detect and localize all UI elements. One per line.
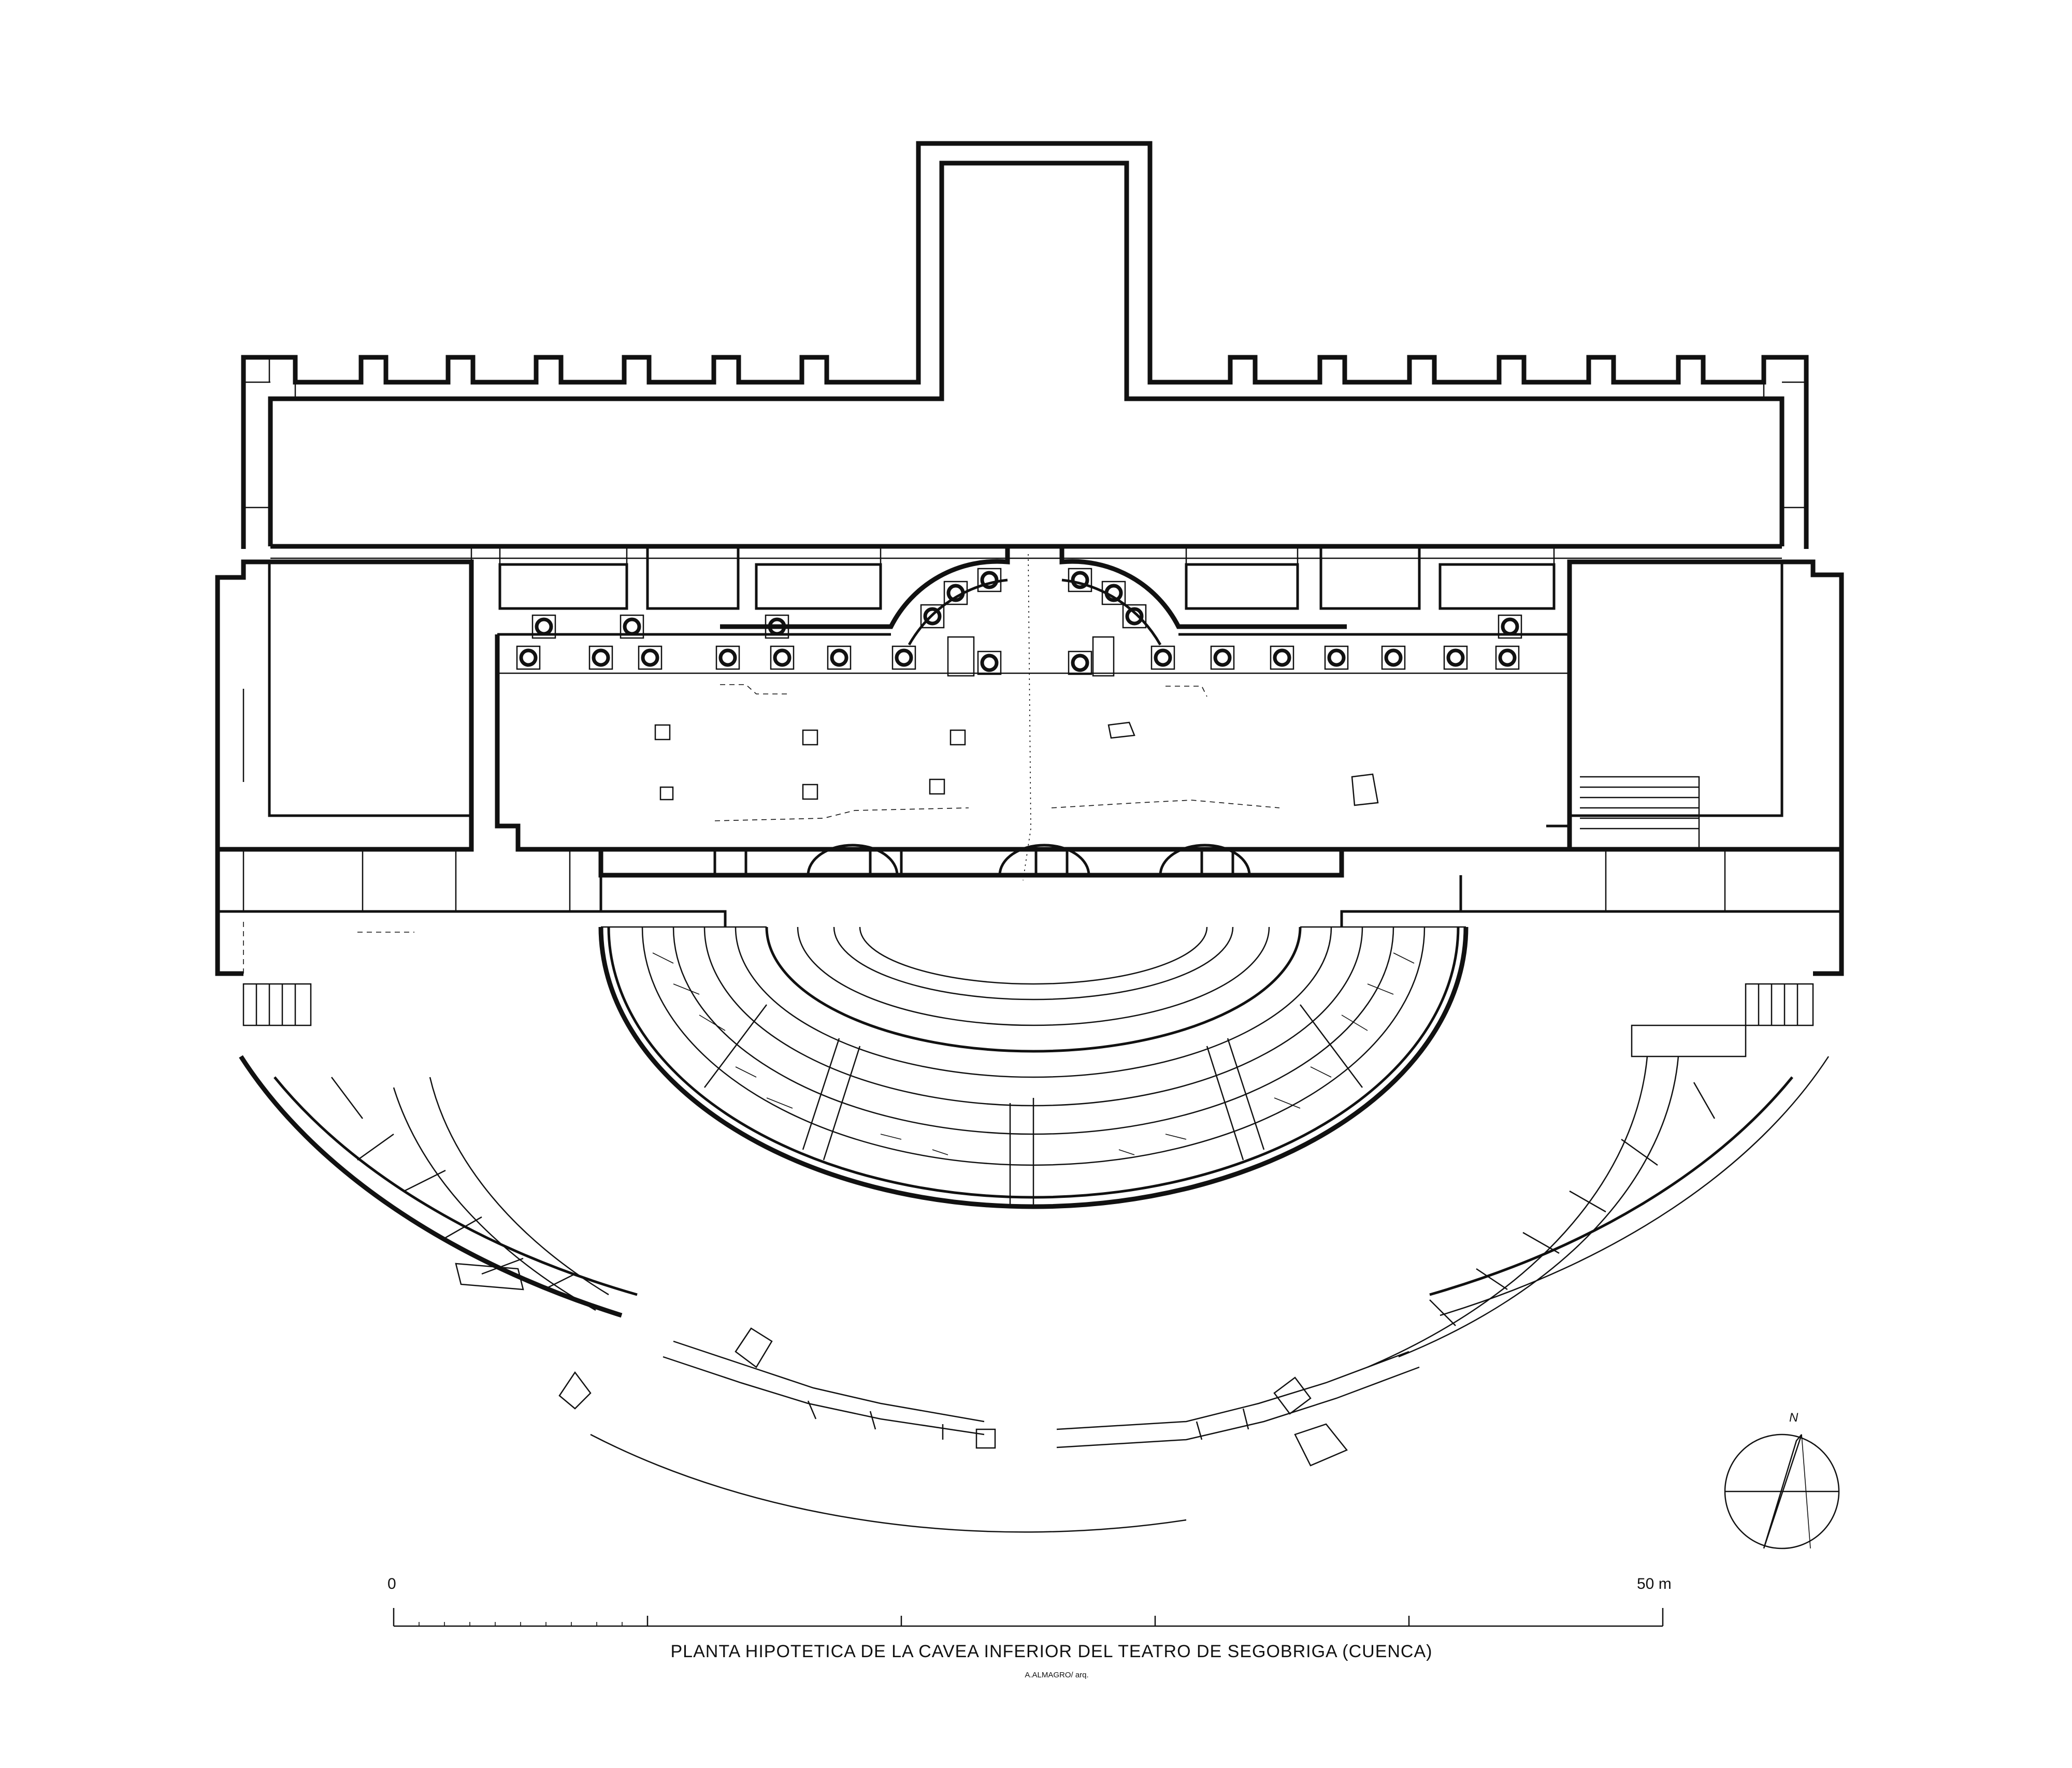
outer-galleries bbox=[239, 983, 1830, 1368]
column-shaft bbox=[923, 607, 942, 626]
column-shaft bbox=[895, 648, 913, 667]
column-base bbox=[770, 645, 795, 670]
column-base bbox=[1324, 645, 1349, 670]
column-shaft bbox=[768, 617, 786, 636]
column-base bbox=[516, 645, 541, 670]
scaena-chambers bbox=[215, 544, 1844, 852]
scale-start-label: 0 bbox=[387, 1575, 396, 1592]
column-shaft bbox=[946, 584, 965, 602]
frons-scaenae bbox=[495, 633, 1700, 878]
column-base bbox=[1101, 581, 1126, 605]
column-shaft bbox=[718, 648, 737, 667]
column-shaft bbox=[980, 654, 999, 672]
column-shaft bbox=[623, 617, 641, 636]
column-base bbox=[1122, 604, 1147, 629]
column-base bbox=[943, 581, 968, 605]
column-base bbox=[920, 604, 945, 629]
column-base bbox=[1210, 645, 1235, 670]
column-base bbox=[1495, 645, 1520, 670]
column-base bbox=[1443, 645, 1468, 670]
parodoi-band bbox=[215, 849, 1844, 976]
column-base bbox=[977, 650, 1002, 675]
column-shaft bbox=[535, 617, 553, 636]
column-shaft bbox=[1154, 648, 1172, 667]
column-base bbox=[715, 645, 740, 670]
column-shaft bbox=[1071, 571, 1089, 589]
porticus-enclosure bbox=[241, 141, 1809, 549]
column-shaft bbox=[1384, 648, 1403, 667]
column-shaft bbox=[1213, 648, 1232, 667]
column-base bbox=[1381, 645, 1406, 670]
column-base bbox=[765, 614, 789, 639]
column-base bbox=[531, 614, 556, 639]
column-shaft bbox=[519, 648, 538, 667]
column-base bbox=[1068, 568, 1092, 592]
central-exedra bbox=[720, 545, 1347, 881]
column-base bbox=[977, 568, 1002, 592]
drawing-title: PLANTA HIPOTETICA DE LA CAVEA INFERIOR D… bbox=[670, 1642, 1433, 1661]
column-shaft bbox=[1273, 648, 1291, 667]
column-base bbox=[891, 645, 916, 670]
column-shaft bbox=[1327, 648, 1346, 667]
column-shaft bbox=[1071, 654, 1089, 672]
column-shaft bbox=[1125, 607, 1144, 626]
column-base bbox=[638, 645, 663, 670]
north-arrow bbox=[1724, 1433, 1840, 1549]
scale-bar bbox=[393, 1608, 1664, 1627]
north-label: N bbox=[1789, 1411, 1798, 1425]
cavea bbox=[598, 910, 1469, 1209]
column-base bbox=[620, 614, 644, 639]
column-base bbox=[1498, 614, 1522, 639]
column-shaft bbox=[641, 648, 659, 667]
architect-credit: A.ALMAGRO/ arq. bbox=[1025, 1671, 1089, 1679]
column-base bbox=[827, 645, 852, 670]
column-shaft bbox=[592, 648, 610, 667]
column-base bbox=[588, 645, 613, 670]
column-base bbox=[1068, 650, 1092, 675]
scale-end-label: 50 m bbox=[1637, 1575, 1672, 1592]
column-base bbox=[1270, 645, 1294, 670]
column-shaft bbox=[830, 648, 848, 667]
column-shaft bbox=[980, 571, 999, 589]
column-row bbox=[516, 568, 1522, 675]
column-shaft bbox=[773, 648, 792, 667]
column-shaft bbox=[1446, 648, 1465, 667]
column-shaft bbox=[1104, 584, 1123, 602]
column-base bbox=[1150, 645, 1175, 670]
column-shaft bbox=[1498, 648, 1517, 667]
outer-foundations bbox=[455, 1263, 1420, 1533]
column-shaft bbox=[1501, 617, 1519, 636]
